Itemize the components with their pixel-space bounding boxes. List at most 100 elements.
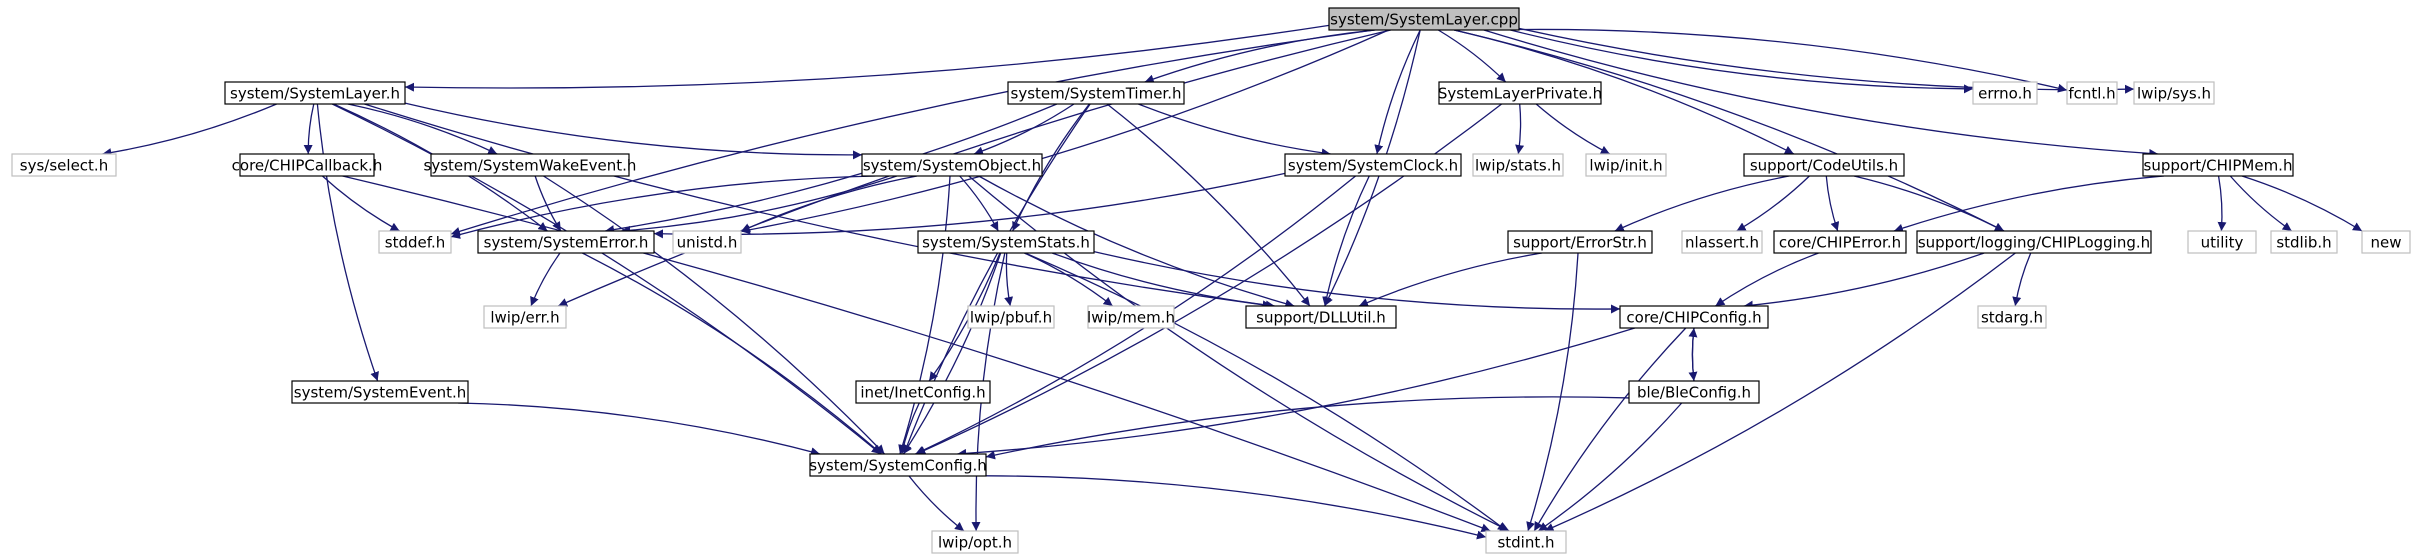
node-chiperror-h[interactable]: core/CHIPError.h <box>1773 230 1907 254</box>
node-nlassert-h: nlassert.h <box>1681 230 1763 254</box>
edge-root-to-errno_h <box>1510 29 1974 94</box>
node-label: inet/InetConfig.h <box>860 384 985 402</box>
node-stddef-h: stddef.h <box>378 230 452 254</box>
node-chipmem-h[interactable]: support/CHIPMem.h <box>2142 153 2294 177</box>
edge-root-to-stddef_h <box>450 29 1375 236</box>
edge-systemobject_h-to-stddef_h <box>450 175 876 239</box>
edge-systemclock_h-to-systemerror_h <box>653 172 1286 239</box>
edge-systemstats_h-to-systemconfig_h <box>902 252 1002 455</box>
node-box <box>1619 305 1769 329</box>
node-box <box>1681 230 1763 254</box>
edge-codeutils_h-to-errorstr_h <box>1614 175 1790 232</box>
edge-root-to-lwip_sys_h <box>1518 27 2135 94</box>
node-box <box>1916 230 2152 254</box>
node-label: stddef.h <box>385 234 445 252</box>
node-lwip-opt-h: lwip/opt.h <box>931 530 1019 554</box>
edge-errorstr_h-to-stdint_h <box>1526 252 1579 532</box>
edge-chiplogging_h-to-chipconfig_h <box>1743 252 1985 310</box>
node-box <box>2066 81 2118 105</box>
edge-systemlayerprivate_h-to-lwip_stats_h <box>1515 103 1525 155</box>
edge-systemwakeevent_h-to-systemerror_h <box>534 175 562 232</box>
node-label: SystemLayerPrivate.h <box>1438 85 1602 103</box>
node-systemlayer-h[interactable]: system/SystemLayer.h <box>224 81 406 105</box>
node-label: system/SystemConfig.h <box>809 457 987 475</box>
node-box <box>2361 230 2411 254</box>
node-box <box>931 530 1019 554</box>
node-label: utility <box>2201 234 2244 252</box>
node-label: unistd.h <box>677 234 738 252</box>
node-label: core/CHIPError.h <box>1779 234 1901 252</box>
node-bleconfig-h[interactable]: ble/BleConfig.h <box>1628 380 1760 404</box>
edge-chipmem_h-to-utility <box>2217 175 2227 232</box>
node-box <box>224 81 406 105</box>
node-systemwakeevent-h[interactable]: system/SystemWakeEvent.h <box>424 153 637 177</box>
node-label: errno.h <box>1978 85 2032 103</box>
edge-chiplogging_h-to-stdint_h <box>1544 252 2016 532</box>
node-box <box>291 380 469 404</box>
node-chipconfig-h[interactable]: core/CHIPConfig.h <box>1619 305 1769 329</box>
node-label: support/logging/CHIPLogging.h <box>1918 234 2150 252</box>
node-errorstr-h[interactable]: support/ErrorStr.h <box>1507 230 1653 254</box>
edge-systemtimer_h-to-systemstats_h <box>1012 103 1090 232</box>
node-label: stdarg.h <box>1981 309 2043 327</box>
node-box <box>1977 305 2047 329</box>
node-root[interactable]: system/SystemLayer.cpp <box>1328 7 1520 31</box>
node-chiplogging-h[interactable]: support/logging/CHIPLogging.h <box>1916 230 2152 254</box>
node-label: stdint.h <box>1497 534 1554 552</box>
edge-systemobject_h-to-stdint_h <box>968 175 1510 532</box>
node-box <box>477 230 655 254</box>
edge-root-to-systemlayerprivate_h <box>1437 29 1507 83</box>
edge-root-to-unistd_h <box>740 29 1389 235</box>
edge-chipcallback_h-to-stddef_h <box>321 175 400 232</box>
node-box <box>1773 230 1907 254</box>
node-box <box>917 230 1095 254</box>
node-box <box>1328 7 1520 31</box>
node-box <box>1472 153 1564 177</box>
node-utility: utility <box>2187 230 2257 254</box>
edge-systemclock_h-to-dllutil_h <box>1322 175 1370 307</box>
node-inetconfig-h[interactable]: inet/InetConfig.h <box>855 380 991 404</box>
edge-systemconfig_h-to-lwip_opt_h <box>908 475 965 532</box>
node-systemerror-h[interactable]: system/SystemError.h <box>477 230 655 254</box>
node-codeutils-h[interactable]: support/CodeUtils.h <box>1743 153 1905 177</box>
edge-chipmem_h-to-new <box>2241 175 2363 232</box>
node-box <box>1743 153 1905 177</box>
edge-systemobject_h-to-systemconfig_h <box>898 175 951 455</box>
node-systemconfig-h[interactable]: system/SystemConfig.h <box>809 453 987 477</box>
edge-chiplogging_h-to-stdarg_h <box>2012 252 2032 307</box>
node-dllutil-h[interactable]: support/DLLUtil.h <box>1245 305 1397 329</box>
node-label: lwip/pbuf.h <box>970 309 1052 327</box>
node-label: system/SystemStats.h <box>922 234 1090 252</box>
node-label: system/SystemClock.h <box>1288 157 1458 175</box>
node-sys-select-h: sys/select.h <box>11 153 117 177</box>
node-lwip-mem-h: lwip/mem.h <box>1087 305 1175 329</box>
node-unistd-h: unistd.h <box>672 230 742 254</box>
edge-codeutils_h-to-nlassert_h <box>1736 175 1810 232</box>
node-stdlib-h: stdlib.h <box>2270 230 2338 254</box>
node-stdint-h: stdint.h <box>1485 530 1567 554</box>
node-systemtimer-h[interactable]: system/SystemTimer.h <box>1007 81 1185 105</box>
node-box <box>378 230 452 254</box>
node-box <box>2187 230 2257 254</box>
node-systemevent-h[interactable]: system/SystemEvent.h <box>291 380 469 404</box>
node-box <box>1087 305 1175 329</box>
node-box <box>2133 81 2215 105</box>
node-box <box>1438 81 1602 105</box>
node-label: lwip/sys.h <box>2137 85 2211 103</box>
node-label: support/CodeUtils.h <box>1750 157 1898 175</box>
edge-systemlayer_h-to-dllutil_h <box>364 103 1272 310</box>
node-systemobject-h[interactable]: system/SystemObject.h <box>861 153 1043 177</box>
edge-chipcallback_h-to-stdint_h <box>342 175 1491 532</box>
edge-systemlayerprivate_h-to-lwip_init_h <box>1535 103 1611 155</box>
node-label: nlassert.h <box>1685 234 1759 252</box>
node-chipcallback-h[interactable]: core/CHIPCallback.h <box>232 153 383 177</box>
edge-bleconfig_h-to-stdint_h <box>1537 402 1683 532</box>
node-systemlayerprivate-h[interactable]: SystemLayerPrivate.h <box>1438 81 1602 105</box>
node-box <box>239 153 375 177</box>
node-systemclock-h[interactable]: system/SystemClock.h <box>1284 153 1462 177</box>
edge-bleconfig_h-to-chipconfig_h <box>1688 327 1698 382</box>
node-systemstats-h[interactable]: system/SystemStats.h <box>917 230 1095 254</box>
edge-chipmem_h-to-stdlib_h <box>2229 175 2293 232</box>
node-label: ble/BleConfig.h <box>1637 384 1751 402</box>
